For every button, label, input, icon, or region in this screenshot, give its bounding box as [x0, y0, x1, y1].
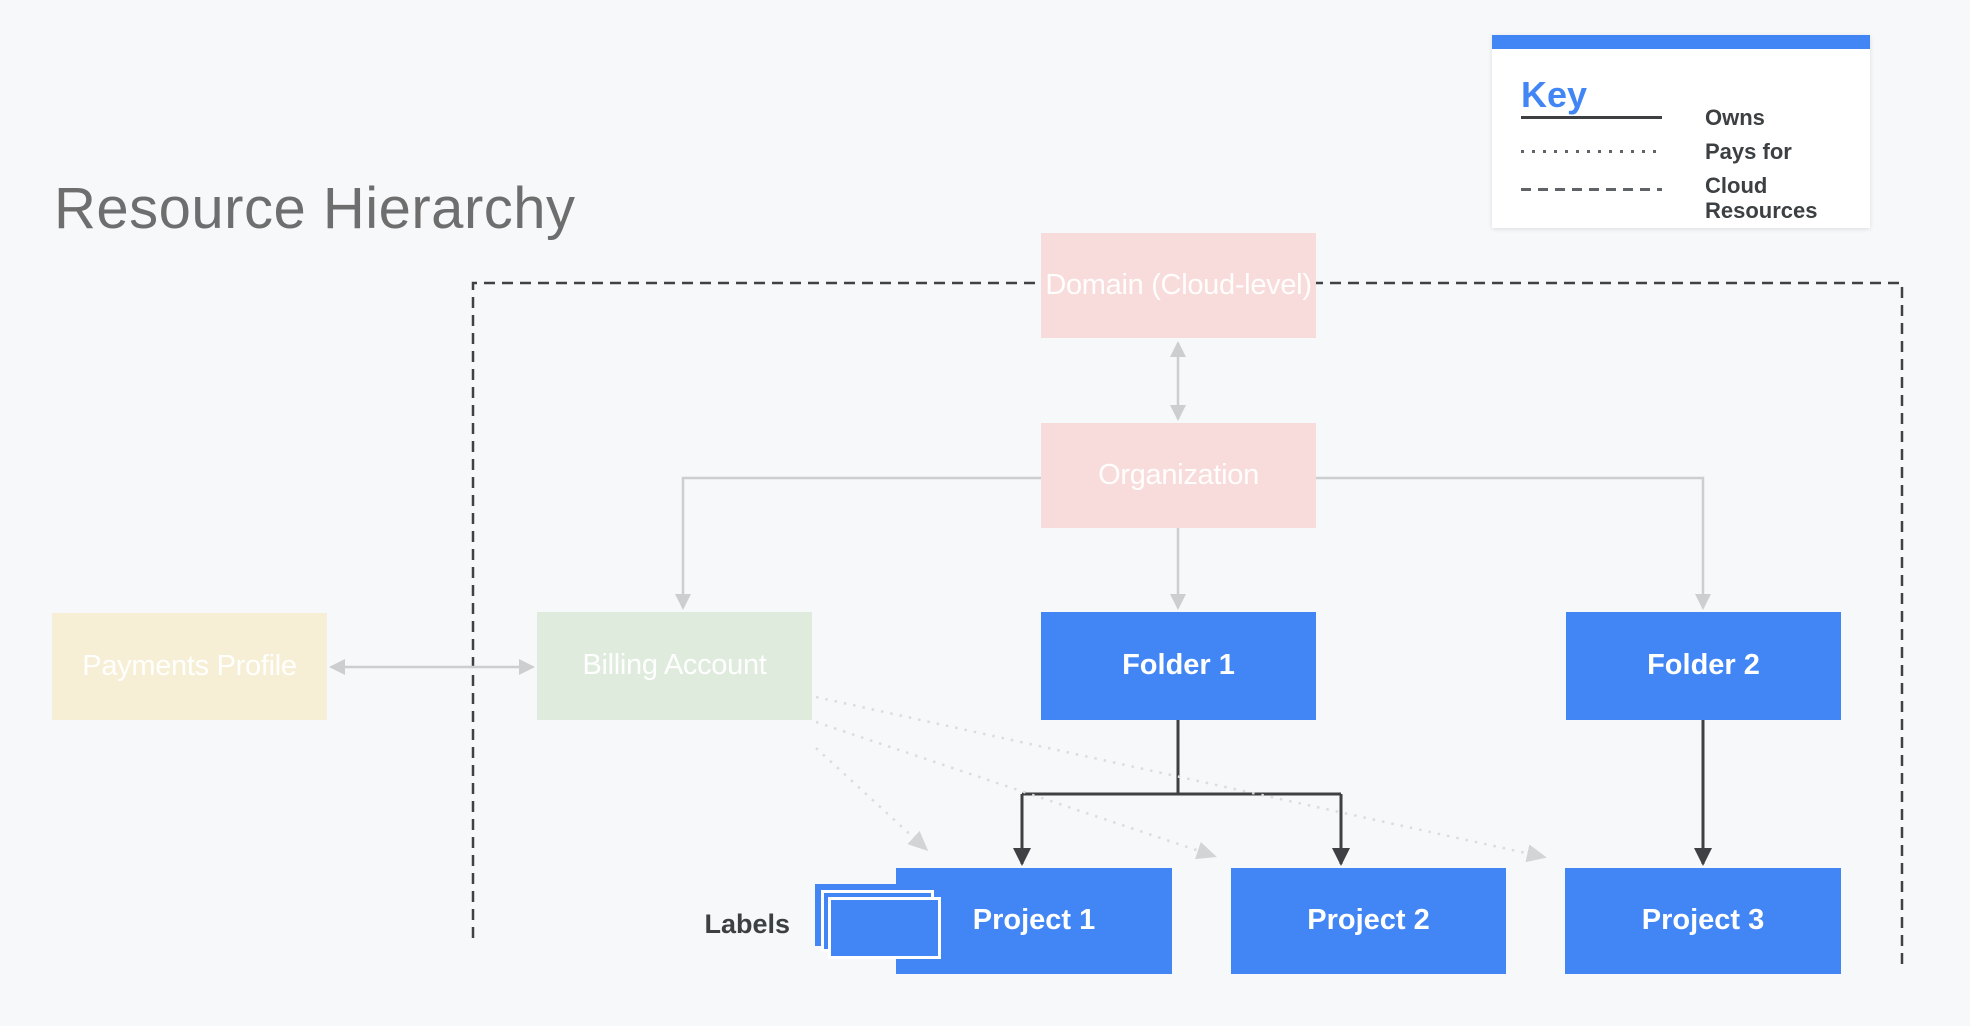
- node-project-1-label: Project 1: [972, 904, 1096, 937]
- legend-title: Key: [1521, 74, 1588, 115]
- edge-organization-folder2: [1316, 476, 1711, 610]
- edge-billing-project2-paysfor: [815, 720, 1217, 860]
- node-project-2-label: Project 2: [1307, 904, 1430, 937]
- legend-accent-bar: [1492, 35, 1870, 49]
- node-domain: Domain (Cloud-level): [1041, 233, 1316, 338]
- node-organization: Organization: [1041, 423, 1316, 528]
- edge-organization-billing: [675, 476, 1041, 610]
- labels-caption: Labels: [704, 909, 790, 939]
- node-project-1: Project 1: [896, 868, 1172, 974]
- node-folder-2: Folder 2: [1566, 612, 1841, 720]
- node-project-3-label: Project 3: [1641, 904, 1765, 937]
- node-project-3: Project 3: [1565, 868, 1841, 974]
- node-project-2: Project 2: [1231, 868, 1506, 974]
- legend-label-owns: Owns: [1705, 105, 1765, 130]
- page-title: Resource Hierarchy: [54, 176, 576, 241]
- node-payments-profile: Payments Profile: [52, 613, 327, 720]
- node-payments-profile-label: Payments Profile: [82, 649, 297, 682]
- node-domain-label: Domain (Cloud-level): [1045, 268, 1312, 301]
- pays-for-line-sample: [1521, 150, 1662, 153]
- cloud-resources-line-sample: [1521, 188, 1662, 191]
- legend-label-pays-for: Pays for: [1705, 139, 1792, 164]
- legend-label-cloud-resources: Cloud Resources: [1705, 173, 1818, 223]
- edge-billing-project3-paysfor: [815, 695, 1547, 863]
- node-folder-2-label: Folder 2: [1647, 649, 1760, 682]
- legend-key-card: Key Owns Pays for Cloud Resources: [1492, 35, 1870, 228]
- labels-stack-icon: [828, 897, 941, 959]
- node-billing-account: Billing Account: [537, 612, 812, 720]
- owns-line-sample: [1521, 116, 1662, 119]
- edge-folder1-tree: [1022, 720, 1341, 796]
- node-folder-1-label: Folder 1: [1122, 649, 1235, 682]
- node-organization-label: Organization: [1098, 458, 1259, 491]
- node-billing-account-label: Billing Account: [582, 649, 767, 682]
- edge-billing-project1-paysfor: [815, 747, 929, 852]
- node-folder-1: Folder 1: [1041, 612, 1316, 720]
